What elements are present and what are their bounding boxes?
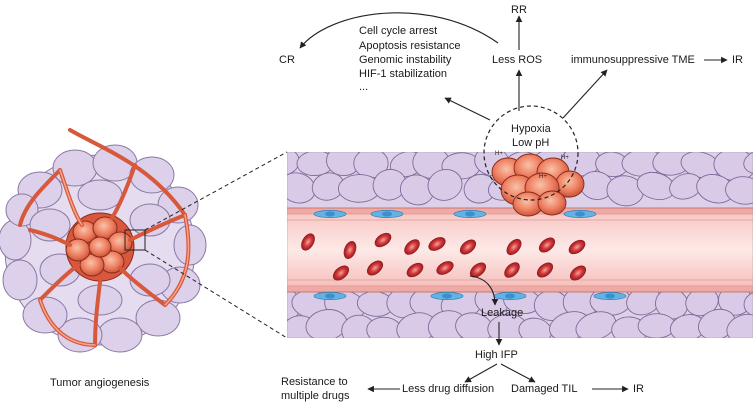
- label-damaged-til: Damaged TIL: [511, 383, 578, 395]
- label-low-ph: Low pH: [512, 137, 550, 149]
- tissue-cluster: [0, 144, 207, 353]
- label-high-ifp: High IFP: [475, 349, 518, 361]
- endothelial-nucleus: [575, 211, 585, 217]
- endothelial-nucleus: [505, 293, 515, 299]
- red-blood-cell: [536, 262, 554, 278]
- arrow-to-cr: [299, 12, 499, 49]
- zoom-line-top: [144, 151, 288, 231]
- hypoxia-zone: [483, 105, 579, 201]
- label-ir-bottom: IR: [633, 383, 644, 395]
- label-ion: H+: [561, 155, 569, 161]
- arrow-to-less-drug: [464, 363, 498, 383]
- endothelial-nucleus: [465, 211, 475, 217]
- endothelial-nucleus: [442, 293, 452, 299]
- tumor-mass-icon: [65, 212, 135, 282]
- red-blood-cell: [506, 238, 522, 256]
- red-blood-cell: [366, 260, 384, 276]
- label-less-drug: Less drug diffusion: [402, 383, 495, 395]
- label-immunosuppressive: immunosuppressive TME: [571, 54, 695, 66]
- arrow-to-immunosuppressive: [562, 69, 608, 119]
- red-blood-cell: [404, 239, 420, 255]
- tissue-cell: [427, 168, 463, 201]
- arrow-leakage: [469, 275, 499, 306]
- label-ir-top: IR: [732, 54, 743, 66]
- red-blood-cell: [428, 237, 446, 251]
- red-blood-cell-icon: [301, 232, 587, 281]
- red-blood-cell: [301, 233, 315, 251]
- arrow-to-damaged-til: [500, 363, 536, 383]
- red-blood-cell: [436, 261, 454, 275]
- label-rr: RR: [511, 4, 527, 16]
- tissue-cell: [637, 313, 676, 338]
- hypoxic-tumor-cluster: [491, 153, 585, 217]
- label-ion: H+: [495, 151, 503, 157]
- endothelial-nucleus: [325, 293, 335, 299]
- endothelial-cell-icon: [313, 210, 627, 300]
- zoom-box: [124, 229, 146, 251]
- tissue-cells: [287, 152, 753, 338]
- label-less-ros: Less ROS: [492, 54, 543, 66]
- effect-item: Apoptosis resistance: [359, 40, 461, 52]
- label-leakage: Leakage: [481, 307, 524, 319]
- endothelial-nucleus: [382, 211, 392, 217]
- red-blood-cell: [332, 265, 350, 281]
- arrows: [299, 12, 728, 393]
- vessel-panel: [287, 152, 753, 338]
- tumor-overview: [0, 128, 288, 353]
- label-ion: H+: [539, 174, 547, 180]
- red-blood-cell: [568, 239, 586, 255]
- red-blood-cell: [343, 241, 357, 259]
- arrow-to-effects: [444, 97, 491, 121]
- red-blood-cell: [538, 237, 556, 253]
- label-hypoxia: Hypoxia: [511, 123, 551, 135]
- label-resistance-line1: Resistance to: [281, 376, 348, 388]
- tissue-cell: [726, 313, 753, 338]
- effect-item: Genomic instability: [359, 54, 452, 66]
- tissue-cell: [743, 152, 753, 175]
- red-blood-cell: [406, 262, 424, 278]
- tissue-cell: [575, 311, 617, 338]
- endothelial-nucleus: [325, 211, 335, 217]
- caption-tumor-angiogenesis: Tumor angiogenesis: [50, 377, 150, 389]
- red-blood-cell: [459, 239, 477, 255]
- effect-item: HIF-1 stabilization: [359, 68, 448, 80]
- red-blood-cell: [504, 262, 520, 278]
- tissue-cell: [725, 176, 753, 205]
- label-cr: CR: [279, 54, 295, 66]
- red-blood-cell: [374, 232, 392, 248]
- effect-item: ...: [359, 81, 369, 93]
- endothelial-nucleus: [605, 293, 615, 299]
- red-blood-cell: [569, 265, 587, 281]
- label-resistance-line2: multiple drugs: [281, 390, 350, 402]
- effect-item: Cell cycle arrest: [359, 25, 438, 37]
